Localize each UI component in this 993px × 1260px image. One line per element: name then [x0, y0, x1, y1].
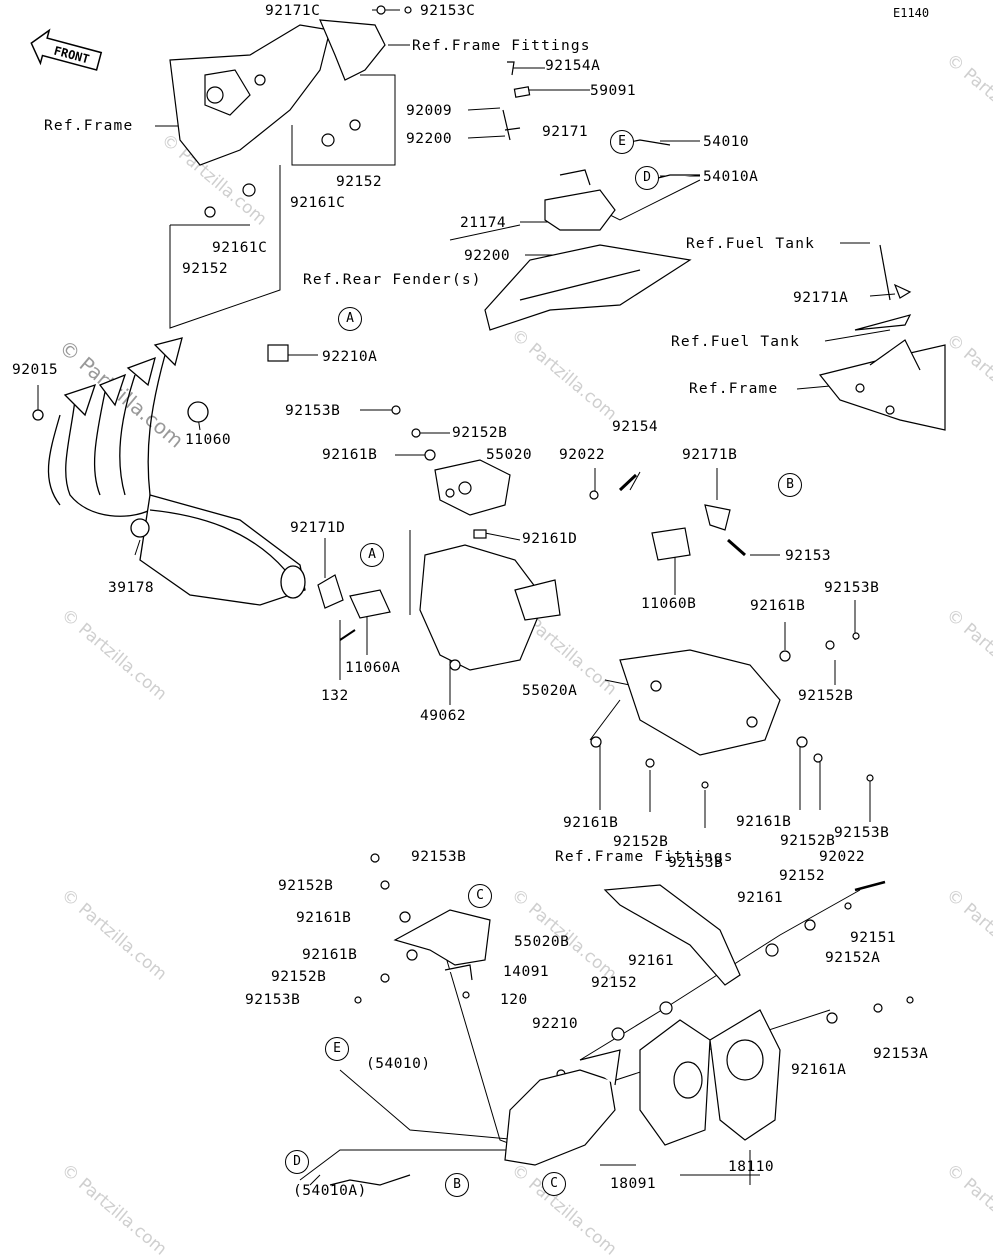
part-label: Ref.Rear Fender(s)	[303, 272, 482, 288]
callout-a: A	[360, 543, 384, 567]
callout-e: E	[325, 1037, 349, 1061]
part-label: 92161B	[322, 447, 378, 463]
part-label: 18091	[610, 1176, 657, 1192]
part-label: 92154	[612, 419, 659, 435]
part-label: 92200	[464, 248, 511, 264]
part-label: Ref.Fuel Tank	[686, 236, 816, 252]
part-label: 54010A	[703, 169, 759, 185]
diagram-drawing	[32, 5, 946, 1186]
part-label: 92153B	[245, 992, 301, 1008]
part-label: 11060	[185, 432, 232, 448]
part-label: 92153B	[824, 580, 880, 596]
part-label: 92171D	[290, 520, 346, 536]
part-label: 92171C	[265, 3, 321, 19]
part-label: 92161	[737, 890, 784, 906]
callout-d: D	[285, 1150, 309, 1174]
part-label: 54010	[703, 134, 750, 150]
part-label: 18110	[728, 1159, 775, 1175]
part-label: 92151	[850, 930, 897, 946]
part-label: 92161D	[522, 531, 578, 547]
part-label: 132	[321, 688, 349, 704]
part-label: Ref.Fuel Tank	[671, 334, 801, 350]
part-label: 55020B	[514, 934, 570, 950]
part-label: 11060A	[345, 660, 401, 676]
part-label: 55020A	[522, 683, 578, 699]
diagram-code: E1140	[893, 6, 930, 20]
part-label: 92152	[182, 261, 229, 277]
part-label: 92171B	[682, 447, 738, 463]
part-label: 92171	[542, 124, 589, 140]
part-label: 92022	[819, 849, 866, 865]
part-label: 120	[500, 992, 528, 1008]
part-label: 92171A	[793, 290, 849, 306]
callout-b: B	[445, 1173, 469, 1197]
part-label: 92153	[785, 548, 832, 564]
callout-c: C	[468, 884, 492, 908]
part-label: 92161B	[296, 910, 352, 926]
part-label: 92152B	[452, 425, 508, 441]
part-label: 92152	[779, 868, 826, 884]
part-label: 55020	[486, 447, 533, 463]
part-label: 92153B	[834, 825, 890, 841]
part-label: 92161B	[750, 598, 806, 614]
part-label: (54010A)	[293, 1183, 367, 1199]
part-label: 92161C	[212, 240, 268, 256]
part-label: 11060B	[641, 596, 697, 612]
part-label: 92210A	[322, 349, 378, 365]
part-label: 92161B	[563, 815, 619, 831]
part-label: 92200	[406, 131, 453, 147]
front-arrow-icon: FRONT	[30, 28, 103, 71]
part-label: Ref.Frame	[689, 381, 779, 397]
part-label: Ref.Frame Fittings	[555, 849, 734, 865]
part-label: 21174	[460, 215, 507, 231]
part-label: 92009	[406, 103, 453, 119]
part-label: 92153C	[420, 3, 476, 19]
callout-d: D	[635, 166, 659, 190]
part-label: 92015	[12, 362, 59, 378]
callout-a: A	[338, 307, 362, 331]
part-label: 92161B	[736, 814, 792, 830]
part-label: 92161	[628, 953, 675, 969]
part-label: 92161B	[302, 947, 358, 963]
part-label: 92152B	[798, 688, 854, 704]
callout-e: E	[610, 130, 634, 154]
part-label: Ref.Frame	[44, 118, 134, 134]
part-label: 92152B	[780, 833, 836, 849]
part-label: Ref.Frame Fittings	[412, 38, 591, 54]
parts-diagram: © Partzilla.com © Partzilla.com © Partzi…	[12, 3, 993, 1260]
part-label: 92153B	[668, 855, 724, 871]
callout-b: B	[778, 473, 802, 497]
part-label: 92153B	[411, 849, 467, 865]
part-label: 92161A	[791, 1062, 847, 1078]
part-label: (54010)	[366, 1056, 431, 1072]
part-label: 92152	[591, 975, 638, 991]
part-label: 59091	[590, 83, 637, 99]
part-label: 92161C	[290, 195, 346, 211]
part-label: 92154A	[545, 58, 601, 74]
part-label: 49062	[420, 708, 467, 724]
callout-c: C	[542, 1172, 566, 1196]
part-label: 92153B	[285, 403, 341, 419]
part-label: 92152B	[613, 834, 669, 850]
part-label: 92210	[532, 1016, 579, 1032]
part-label: 14091	[503, 964, 550, 980]
part-label: 92152B	[271, 969, 327, 985]
part-label: 92152A	[825, 950, 881, 966]
part-label: 92153A	[873, 1046, 929, 1062]
part-label: 92152B	[278, 878, 334, 894]
part-label: 39178	[108, 580, 155, 596]
part-label: 92022	[559, 447, 606, 463]
part-label: 92152	[336, 174, 383, 190]
